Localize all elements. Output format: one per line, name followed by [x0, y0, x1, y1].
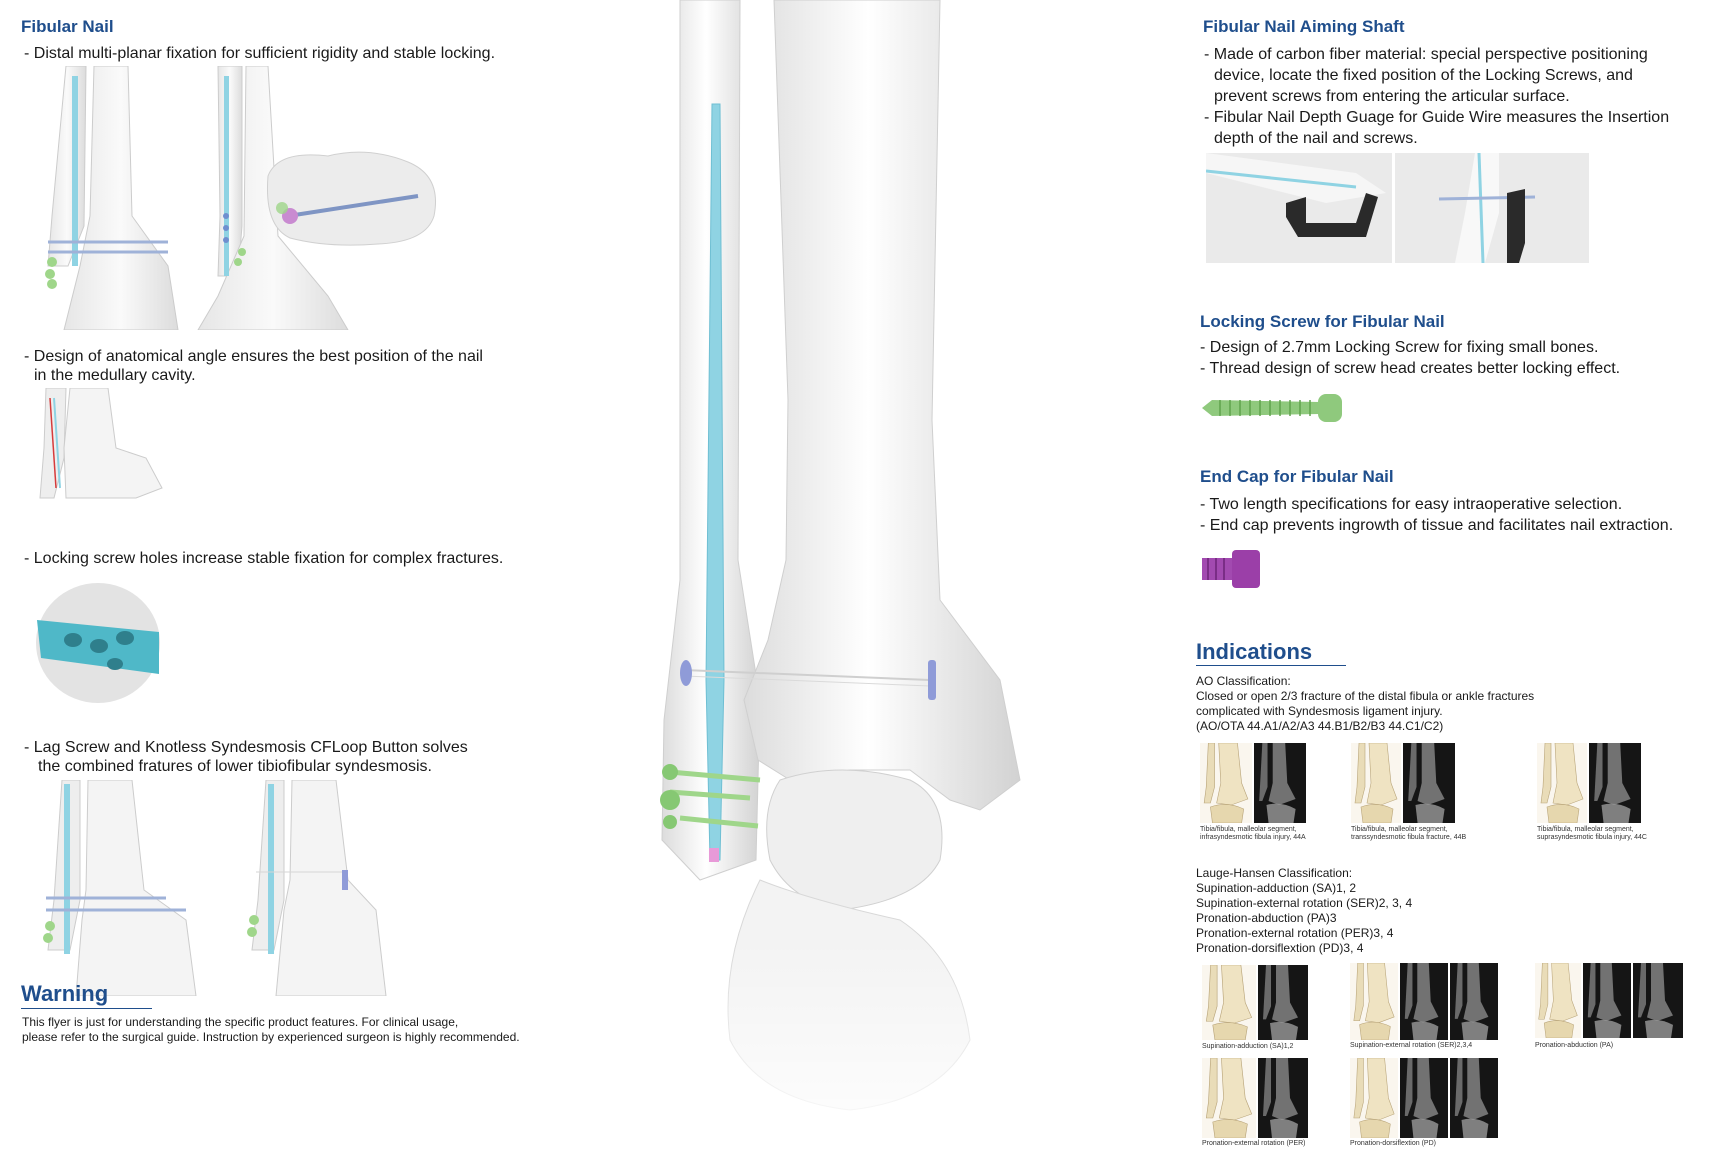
- aiming-shaft-photo-1: [1206, 153, 1392, 263]
- screw-text-1: - Design of 2.7mm Locking Screw for fixi…: [1200, 339, 1599, 356]
- cap-text-2: - End cap prevents ingrowth of tissue an…: [1200, 517, 1674, 534]
- lh-ser-xray-2: [1450, 963, 1498, 1040]
- locking-screw-title: Locking Screw for Fibular Nail: [1200, 312, 1445, 331]
- lh-pd-caption: Pronation-dorsiflextion (PD): [1350, 1140, 1436, 1147]
- lh-pa-xray-2: [1633, 963, 1683, 1038]
- ao-44c-caption-2: suprasyndesmotic fibula injury, 44C: [1537, 834, 1647, 841]
- fibular-nail-title: Fibular Nail: [21, 17, 114, 36]
- lh-per-xray: [1258, 1058, 1308, 1138]
- lh-sa-drawing: [1202, 965, 1256, 1040]
- bullet-locking-holes: - Locking screw holes increase stable fi…: [24, 550, 504, 567]
- warning-underline: [21, 1008, 152, 1009]
- ao-44b-xray: [1403, 743, 1455, 823]
- ao-44c-drawing: [1537, 743, 1587, 823]
- bullet-lag-screw-1: - Lag Screw and Knotless Syndesmosis CFL…: [24, 739, 468, 756]
- lh-text-3: Supination-external rotation (SER)2, 3, …: [1196, 896, 1413, 910]
- anatomical-angle-figure: [39, 388, 163, 499]
- aiming-text-4: - Fibular Nail Depth Guage for Guide Wir…: [1204, 109, 1670, 126]
- lh-pa-caption: Pronation-abduction (PA): [1535, 1042, 1614, 1049]
- ankle-illustration: [640, 0, 1060, 1164]
- lh-pd-xray-2: [1450, 1058, 1498, 1138]
- ao-text-4: (AO/OTA 44.A1/A2/A3 44.B1/B2/B3 44.C1/C2…: [1196, 719, 1444, 733]
- lh-per-drawing: [1202, 1058, 1256, 1138]
- ao-44b-drawing: [1351, 743, 1401, 823]
- aiming-text-2: device, locate the fixed position of the…: [1214, 67, 1633, 84]
- lh-pd-drawing: [1350, 1058, 1398, 1138]
- warning-text-2: please refer to the surgical guide. Inst…: [22, 1030, 520, 1044]
- lh-ser-xray-1: [1400, 963, 1448, 1040]
- aiming-text-1: - Made of carbon fiber material: special…: [1204, 46, 1648, 63]
- syndesmosis-figure: [43, 780, 387, 996]
- aiming-shaft-title: Fibular Nail Aiming Shaft: [1203, 17, 1405, 36]
- end-cap-title: End Cap for Fibular Nail: [1200, 467, 1394, 486]
- aiming-shaft-photo-2: [1395, 153, 1589, 263]
- multiplanar-fixation-figure: [45, 66, 436, 330]
- lh-text-4: Pronation-abduction (PA)3: [1196, 911, 1337, 925]
- lh-text-6: Pronation-dorsiflextion (PD)3, 4: [1196, 941, 1364, 955]
- lh-ser-drawing: [1350, 963, 1398, 1040]
- locking-holes-figure: [36, 583, 160, 703]
- indications-title: Indications: [1196, 639, 1313, 664]
- ao-text-2: Closed or open 2/3 fracture of the dista…: [1196, 689, 1535, 703]
- indications-underline: [1196, 665, 1346, 666]
- ao-44a-drawing: [1200, 743, 1252, 823]
- lh-text-5: Pronation-external rotation (PER)3, 4: [1196, 926, 1394, 940]
- ao-44a-xray: [1254, 743, 1306, 823]
- lh-ser-caption: Supination-external rotation (SER)2,3,4: [1350, 1042, 1473, 1049]
- ao-44a-caption-2: infrasyndesmotic fibula injury, 44A: [1200, 834, 1306, 841]
- ao-44c-xray: [1589, 743, 1641, 823]
- lh-pd-xray-1: [1400, 1058, 1448, 1138]
- lh-text-2: Supination-adduction (SA)1, 2: [1196, 881, 1357, 895]
- warning-title: Warning: [21, 981, 109, 1006]
- ao-44c-caption-1: Tibia/fibula, malleolar segment,: [1537, 826, 1634, 833]
- end-cap-image: [1202, 550, 1260, 588]
- cap-text-1: - Two length specifications for easy int…: [1200, 496, 1623, 513]
- lh-text-1: Lauge-Hansen Classification:: [1196, 866, 1353, 880]
- aiming-text-5: depth of the nail and screws.: [1214, 130, 1418, 147]
- screw-text-2: - Thread design of screw head creates be…: [1200, 360, 1621, 377]
- ao-44a-caption-1: Tibia/fibula, malleolar segment,: [1200, 826, 1297, 833]
- lh-sa-xray: [1258, 965, 1308, 1040]
- aiming-text-3: prevent screws from entering the articul…: [1214, 88, 1570, 105]
- ao-text-1: AO Classification:: [1196, 674, 1291, 688]
- lh-per-caption: Pronation-external rotation (PER): [1202, 1140, 1306, 1147]
- bullet-anatomical-angle-2: in the medullary cavity.: [34, 367, 196, 384]
- lh-pa-xray-1: [1583, 963, 1631, 1038]
- locking-screw-image: [1202, 394, 1342, 422]
- warning-text-1: This flyer is just for understanding the…: [22, 1015, 459, 1029]
- ao-text-3: complicated with Syndesmosis ligament in…: [1196, 704, 1443, 718]
- bullet-lag-screw-2: the combined fratures of lower tibiofibu…: [38, 758, 432, 775]
- bullet-multiplanar: - Distal multi-planar fixation for suffi…: [24, 45, 496, 62]
- ao-44b-caption-2: transsyndesmotic fibula fracture, 44B: [1351, 834, 1467, 841]
- bullet-anatomical-angle-1: - Design of anatomical angle ensures the…: [24, 348, 483, 365]
- ao-44b-caption-1: Tibia/fibula, malleolar segment,: [1351, 826, 1448, 833]
- lh-sa-caption: Supination-adduction (SA)1,2: [1202, 1043, 1294, 1050]
- lh-pa-drawing: [1535, 963, 1581, 1038]
